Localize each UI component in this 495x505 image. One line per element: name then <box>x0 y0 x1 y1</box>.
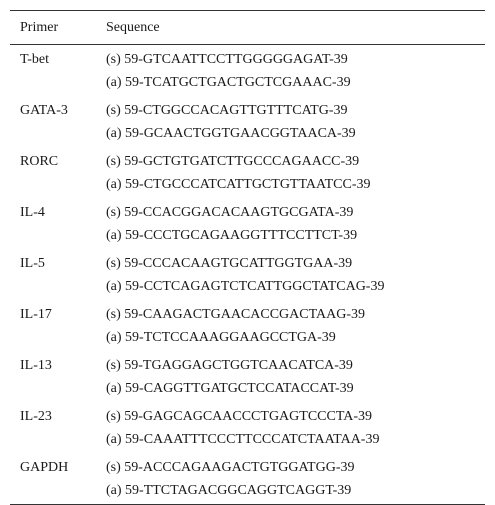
sequence-cell: (s) 59-CCCACAAGTGCATTGGTGAA-39 (a) 59-CC… <box>106 249 485 300</box>
table-row: IL-13 (s) 59-TGAGGAGCTGGTCAACATCA-39 (a)… <box>10 351 485 402</box>
header-row: Primer Sequence <box>10 10 485 45</box>
primer-cell: IL-13 <box>10 351 106 402</box>
header-primer: Primer <box>10 10 106 45</box>
primer-cell: IL-5 <box>10 249 106 300</box>
primer-name: IL-13 <box>20 358 52 373</box>
primer-sequence-table: Primer Sequence T-bet (s) 59-GTCAATTCCTT… <box>10 10 485 505</box>
sequence-cell: (s) 59-GAGCAGCAACCCTGAGTCCCTA-39 (a) 59-… <box>106 402 485 453</box>
primer-name: GATA-3 <box>20 103 68 118</box>
primer-table-container: Primer Sequence T-bet (s) 59-GTCAATTCCTT… <box>10 10 485 505</box>
table-row: IL-17 (s) 59-CAAGACTGAACACCGACTAAG-39 (a… <box>10 300 485 351</box>
antisense-sequence: (a) 59-TCATGCTGACTGCTCGAAAC-39 <box>106 75 351 90</box>
sense-sequence: (s) 59-CTGGCCACAGTTGTTTCATG-39 <box>106 103 348 118</box>
sense-sequence: (s) 59-CCACGGACACAAGTGCGATA-39 <box>106 205 354 220</box>
sense-sequence: (s) 59-GTCAATTCCTTGGGGGAGAT-39 <box>106 52 348 67</box>
primer-name: GAPDH <box>20 460 69 475</box>
primer-name: IL-17 <box>20 307 52 322</box>
table-row: IL-4 (s) 59-CCACGGACACAAGTGCGATA-39 (a) … <box>10 198 485 249</box>
sense-sequence: (s) 59-ACCCAGAAGACTGTGGATGG-39 <box>106 460 355 475</box>
primer-name: IL-5 <box>20 256 45 271</box>
primer-name: IL-23 <box>20 409 52 424</box>
sense-sequence: (s) 59-CCCACAAGTGCATTGGTGAA-39 <box>106 256 353 271</box>
primer-cell: GATA-3 <box>10 96 106 147</box>
header-sequence: Sequence <box>106 10 485 45</box>
sequence-cell: (s) 59-ACCCAGAAGACTGTGGATGG-39 (a) 59-TT… <box>106 453 485 505</box>
antisense-sequence: (a) 59-TTCTAGACGGCAGGTCAGGT-39 <box>106 483 352 498</box>
table-row: IL-23 (s) 59-GAGCAGCAACCCTGAGTCCCTA-39 (… <box>10 402 485 453</box>
sequence-cell: (s) 59-TGAGGAGCTGGTCAACATCA-39 (a) 59-CA… <box>106 351 485 402</box>
primer-cell: GAPDH <box>10 453 106 505</box>
antisense-sequence: (a) 59-TCTCCAAAGGAAGCCTGA-39 <box>106 330 336 345</box>
table-row: GAPDH (s) 59-ACCCAGAAGACTGTGGATGG-39 (a)… <box>10 453 485 505</box>
table-row: GATA-3 (s) 59-CTGGCCACAGTTGTTTCATG-39 (a… <box>10 96 485 147</box>
table-row: RORC (s) 59-GCTGTGATCTTGCCCAGAACC-39 (a)… <box>10 147 485 198</box>
table-body: T-bet (s) 59-GTCAATTCCTTGGGGGAGAT-39 (a)… <box>10 45 485 505</box>
primer-cell: IL-4 <box>10 198 106 249</box>
antisense-sequence: (a) 59-CTGCCCATCATTGCTGTTAATCC-39 <box>106 177 371 192</box>
antisense-sequence: (a) 59-GCAACTGGTGAACGGTAACA-39 <box>106 126 356 141</box>
antisense-sequence: (a) 59-CCCTGCAGAAGGTTTCCTTCT-39 <box>106 228 358 243</box>
table-row: IL-5 (s) 59-CCCACAAGTGCATTGGTGAA-39 (a) … <box>10 249 485 300</box>
primer-name: IL-4 <box>20 205 45 220</box>
sense-sequence: (s) 59-TGAGGAGCTGGTCAACATCA-39 <box>106 358 353 373</box>
sense-sequence: (s) 59-GCTGTGATCTTGCCCAGAACC-39 <box>106 154 360 169</box>
primer-name: RORC <box>20 154 59 169</box>
table-header: Primer Sequence <box>10 10 485 45</box>
antisense-sequence: (a) 59-CCTCAGAGTCTCATTGGCTATCAG-39 <box>106 279 385 294</box>
antisense-sequence: (a) 59-CAAATTTCCCTTCCCATCTAATAA-39 <box>106 432 380 447</box>
sequence-cell: (s) 59-GTCAATTCCTTGGGGGAGAT-39 (a) 59-TC… <box>106 45 485 97</box>
sense-sequence: (s) 59-CAAGACTGAACACCGACTAAG-39 <box>106 307 366 322</box>
primer-cell: RORC <box>10 147 106 198</box>
primer-name: T-bet <box>20 52 50 67</box>
table-row: T-bet (s) 59-GTCAATTCCTTGGGGGAGAT-39 (a)… <box>10 45 485 97</box>
antisense-sequence: (a) 59-CAGGTTGATGCTCCATACCAT-39 <box>106 381 354 396</box>
sense-sequence: (s) 59-GAGCAGCAACCCTGAGTCCCTA-39 <box>106 409 373 424</box>
sequence-cell: (s) 59-CAAGACTGAACACCGACTAAG-39 (a) 59-T… <box>106 300 485 351</box>
primer-cell: IL-17 <box>10 300 106 351</box>
sequence-cell: (s) 59-CTGGCCACAGTTGTTTCATG-39 (a) 59-GC… <box>106 96 485 147</box>
primer-cell: T-bet <box>10 45 106 97</box>
primer-cell: IL-23 <box>10 402 106 453</box>
sequence-cell: (s) 59-CCACGGACACAAGTGCGATA-39 (a) 59-CC… <box>106 198 485 249</box>
sequence-cell: (s) 59-GCTGTGATCTTGCCCAGAACC-39 (a) 59-C… <box>106 147 485 198</box>
